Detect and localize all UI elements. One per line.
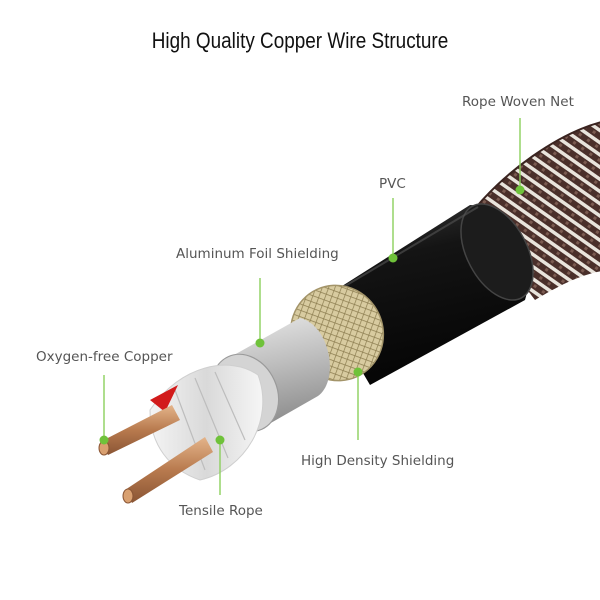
- label-rope-woven-net: Rope Woven Net: [462, 94, 574, 110]
- callout-leaders: [99, 118, 525, 495]
- tensile-rope-layer: [149, 364, 264, 481]
- marker-high-density-shielding: [353, 367, 363, 377]
- diagram-title: High Quality Copper Wire Structure: [151, 28, 449, 53]
- label-tensile-rope: Tensile Rope: [179, 503, 263, 519]
- marker-aluminum-foil: [255, 338, 265, 348]
- marker-pvc: [388, 253, 398, 263]
- marker-tensile-rope: [215, 435, 225, 445]
- label-high-density-shielding: High Density Shielding: [301, 453, 455, 469]
- label-aluminum-foil-shielding: Aluminum Foil Shielding: [176, 246, 339, 262]
- marker-oxygen-free-copper: [99, 435, 109, 445]
- label-pvc: PVC: [379, 176, 406, 192]
- copper-conductors: [98, 405, 213, 504]
- label-oxygen-free-copper: Oxygen-free Copper: [36, 349, 173, 365]
- marker-rope-woven-net: [515, 185, 525, 195]
